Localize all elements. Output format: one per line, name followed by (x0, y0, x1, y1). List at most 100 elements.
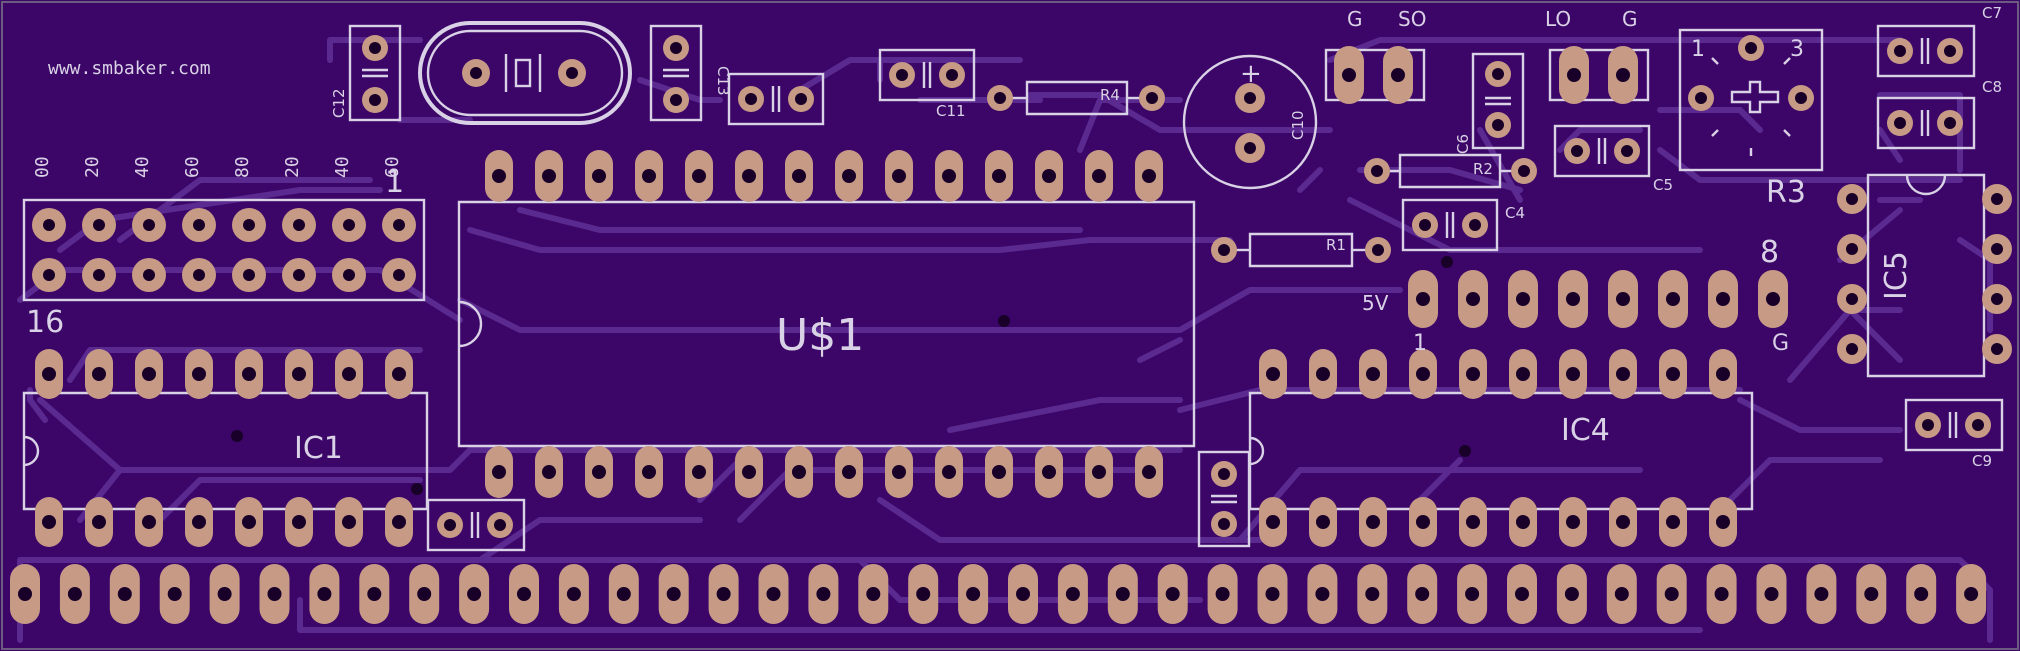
c10-label: C10 (1289, 110, 1307, 140)
r3-pin1-label: 1 (1691, 37, 1705, 62)
r3-pin-pad (1788, 85, 1814, 111)
power-header-pin-pad (1508, 270, 1538, 328)
u1-pin-pad (835, 150, 863, 202)
edge-connector-pad (1706, 564, 1737, 624)
c10-outline (1182, 54, 1318, 190)
cap-pin-pad (738, 86, 764, 112)
dip-number-label: 20 (282, 156, 303, 178)
edge-connector-pad (309, 564, 340, 624)
ic1-pin-pad (185, 349, 213, 399)
u1-pin-pad (885, 446, 913, 498)
u1-pin-pad (785, 446, 813, 498)
c12-label: C12 (330, 88, 348, 118)
ic4-pin-pad (1709, 497, 1737, 547)
edge-connector-pad (908, 564, 939, 624)
c6-pin-pad (1485, 112, 1511, 138)
u1-pin-pad (535, 446, 563, 498)
edge-connector-pad (409, 564, 440, 624)
c13-pin-pad (663, 87, 689, 113)
edge-connector-pad (1407, 564, 1438, 624)
header-g-label: G (1772, 331, 1789, 356)
g-right-label: G (1622, 7, 1638, 31)
dip-header-pin-pad (282, 208, 316, 242)
dip-pin16-label: 16 (26, 305, 64, 340)
edge-connector-pad (858, 564, 889, 624)
dip-header-pin-pad (182, 258, 216, 292)
edge-connector-pad (109, 564, 140, 624)
u1-pin-pad (1135, 150, 1163, 202)
c6-outline (1471, 52, 1525, 150)
edge-connector-pad (1806, 564, 1837, 624)
edge-connector-pad (59, 564, 90, 624)
ic4-pin-pad (1609, 497, 1637, 547)
power-header-pin-pad (1708, 270, 1738, 328)
dip-header-pin-pad (282, 258, 316, 292)
edge-connector-pad (758, 564, 789, 624)
u1-pin-pad (635, 446, 663, 498)
ic5-pin-pad (1982, 234, 2012, 264)
u1-pin-pad (1135, 446, 1163, 498)
edge-connector-pad (808, 564, 839, 624)
dip-header-pin-pad (232, 258, 266, 292)
ic5-pin-pad (1982, 184, 2012, 214)
dip-number-label: 60 (182, 156, 203, 178)
edge-connector-pad (1257, 564, 1288, 624)
c4-outline (1401, 198, 1499, 252)
power-header-pin-pad (1408, 270, 1438, 328)
ic4-pin-pad (1559, 497, 1587, 547)
r3-pin-pad (1738, 35, 1764, 61)
cap-below-ic1-pin-pad (437, 512, 463, 538)
cap-mid-pin-pad (1211, 461, 1237, 487)
dip-header-pin-pad (382, 208, 416, 242)
dip-number-label: 60 (382, 156, 403, 178)
silkscreen-labels: www.smbaker.com 00 20 40 60 80 20 40 60 … (26, 4, 2002, 470)
r3-outline (1678, 28, 1824, 172)
ic4-pin-pad (1259, 349, 1287, 399)
edge-connector-pad (1307, 564, 1338, 624)
edge-connector-pad (608, 564, 639, 624)
ic5-pin-pad (1837, 284, 1867, 314)
header-8-label: 8 (1760, 235, 1779, 270)
dip-header-pin-pad (182, 208, 216, 242)
crystal-pin-pad (462, 59, 490, 87)
edge-connector-pad (509, 564, 539, 624)
r4-pin-pad (1139, 85, 1165, 111)
u1-label: U$1 (776, 310, 864, 361)
so-label: SO (1398, 7, 1426, 31)
edge-connector-pad (259, 564, 290, 624)
ic4-pin-pad (1709, 349, 1737, 399)
r4-outline (1025, 80, 1129, 116)
c5-label: C5 (1653, 176, 1673, 194)
c8-outline (1876, 96, 1976, 150)
c7-pin-pad (1937, 38, 1963, 64)
r2-pin-pad (1364, 158, 1390, 184)
ic1-label: IC1 (294, 431, 343, 466)
g-so-header-pin-pad (1383, 46, 1413, 104)
u1-pin-pad (835, 446, 863, 498)
cap-below-ic1-pin-pad (487, 512, 513, 538)
u1-pin-pad (1035, 150, 1063, 202)
lo-g-header-pin-pad (1608, 46, 1638, 104)
cap-below-ic1-outline (426, 498, 526, 552)
cap-upper-left-outline (727, 72, 825, 126)
edge-connector-pad (1457, 564, 1488, 624)
r4-pin-pad (987, 85, 1013, 111)
silkscreen-outlines (22, 21, 2004, 552)
edge-connector-pad (159, 564, 190, 624)
edge-connector-pad (658, 564, 689, 624)
u1-pin-pad (1035, 446, 1063, 498)
ic4-pin-pad (1359, 349, 1387, 399)
edge-connector-pad (1956, 564, 1987, 624)
c13-pin-pad (663, 35, 689, 61)
u1-pin-pad (885, 150, 913, 202)
g-so-header-outline (1324, 48, 1426, 102)
ic1-pin-pad (285, 497, 313, 547)
r1-pin-pad (1365, 237, 1391, 263)
cap-pin-pad (788, 86, 814, 112)
ic4-pin-pad (1659, 349, 1687, 399)
r1-outline (1248, 232, 1354, 268)
edge-connector-pad (1107, 564, 1138, 624)
r3-pin-pad (1688, 85, 1714, 111)
ic5-pin-pad (1837, 334, 1867, 364)
